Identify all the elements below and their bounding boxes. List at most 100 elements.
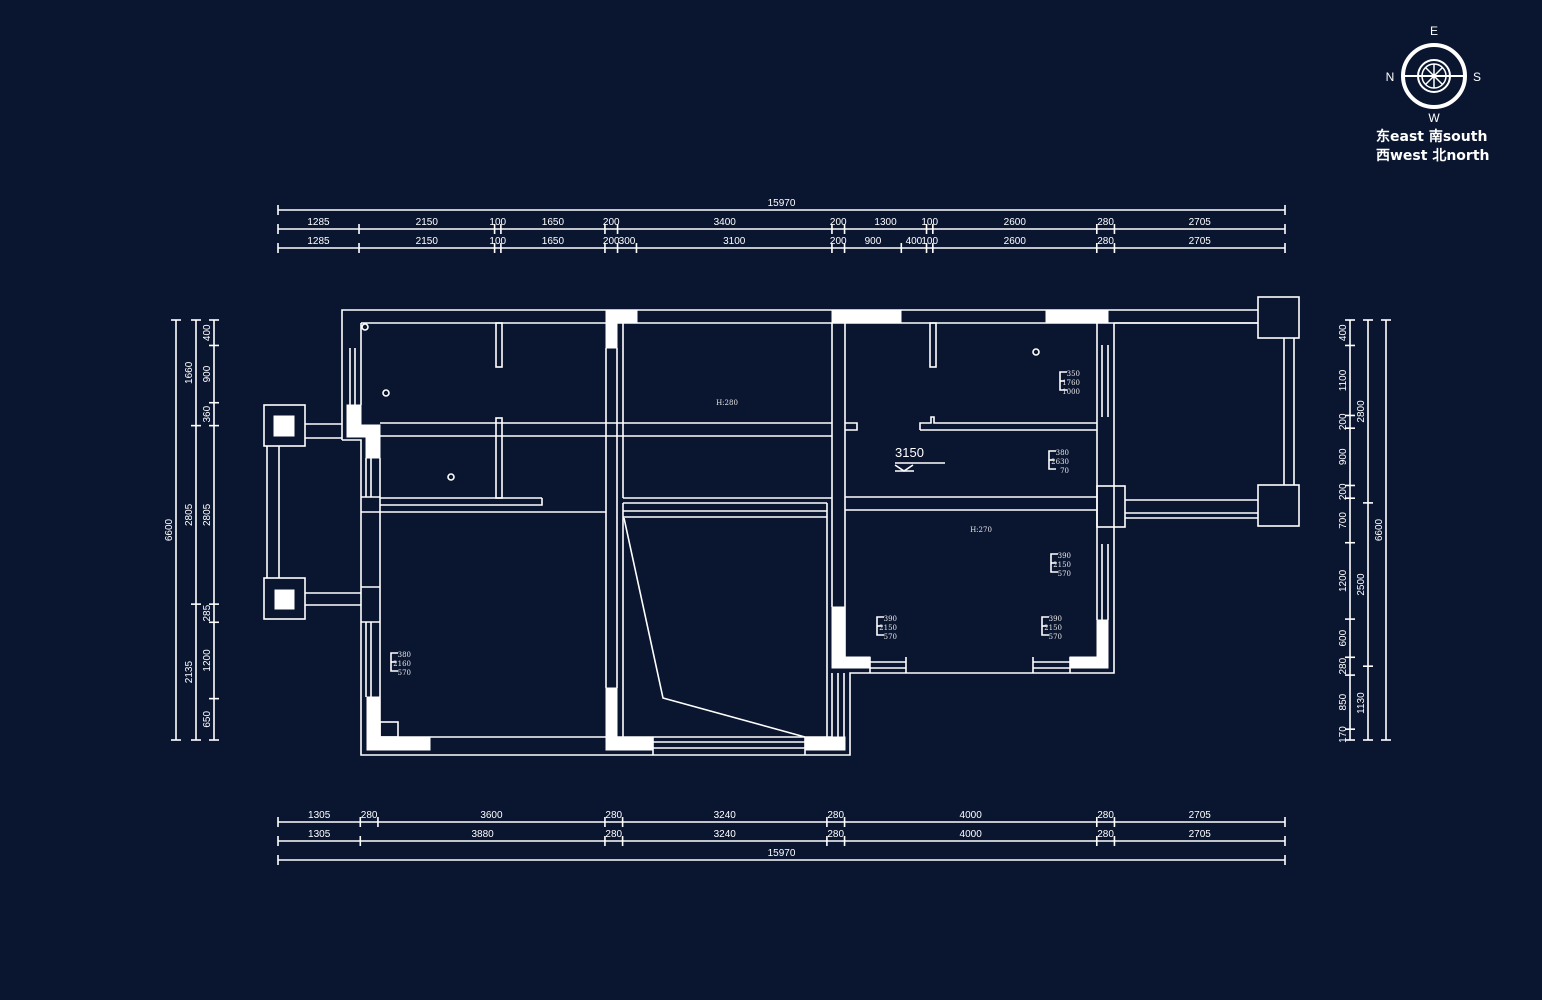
dimension-label: 3100 bbox=[723, 236, 746, 247]
dimension-label: 2600 bbox=[1004, 236, 1027, 247]
dimension-label: 2805 bbox=[202, 503, 213, 526]
dimension-label: 2805 bbox=[184, 503, 195, 526]
outlet-value: 570 bbox=[884, 633, 897, 641]
outlet-value: 2630 bbox=[1051, 458, 1069, 466]
dimension-label: 100 bbox=[921, 236, 938, 247]
dimension-label: 1100 bbox=[1338, 369, 1349, 391]
dimension-label: 6600 bbox=[164, 518, 175, 541]
ceiling-height-label: H:280 bbox=[716, 399, 738, 407]
ceiling-height-label: H:270 bbox=[970, 526, 992, 534]
dimension-label: 280 bbox=[605, 810, 622, 821]
outlet-value: 390 bbox=[1058, 552, 1071, 560]
dimension-label: 280 bbox=[1097, 236, 1114, 247]
dimension-label: 2705 bbox=[1189, 236, 1212, 247]
outlet-value: 570 bbox=[1049, 633, 1062, 641]
dimension-label: 1200 bbox=[202, 649, 213, 672]
dimension-label: 15970 bbox=[768, 198, 796, 209]
dimension-label: 900 bbox=[202, 365, 213, 382]
compass-rose-icon bbox=[1401, 43, 1467, 109]
dimension-label: 3400 bbox=[714, 217, 737, 228]
outlet-value: 390 bbox=[1049, 615, 1062, 623]
dimension-label: 1650 bbox=[542, 236, 565, 247]
dimension-label: 2705 bbox=[1189, 217, 1212, 228]
dimension-label: 2150 bbox=[416, 217, 439, 228]
dimension-label: 1305 bbox=[308, 810, 331, 821]
outlet-value: 390 bbox=[884, 615, 897, 623]
outlet-value: 570 bbox=[1058, 570, 1071, 578]
dimension-label: 280 bbox=[1338, 657, 1349, 674]
dimension-label: 280 bbox=[827, 829, 844, 840]
dimension-label: 1285 bbox=[307, 236, 330, 247]
dimension-label: 3880 bbox=[471, 829, 494, 840]
dimension-label: 280 bbox=[1097, 217, 1114, 228]
ceiling-light-icons bbox=[361, 323, 1040, 481]
dimension-label: 3240 bbox=[714, 810, 737, 821]
dimension-label: 280 bbox=[361, 810, 378, 821]
outlet-markers: 3501760100038026307039021505703902150570… bbox=[390, 370, 1080, 677]
compass-legend: 东east 南south 西west 北north bbox=[1376, 128, 1489, 166]
outlet-value: 1000 bbox=[1062, 388, 1080, 396]
dimension-label: 1300 bbox=[874, 217, 897, 228]
dimension-label: 100 bbox=[921, 217, 938, 228]
dimension-label: 280 bbox=[1097, 810, 1114, 821]
dimension-label: 100 bbox=[489, 217, 506, 228]
dimension-label: 360 bbox=[202, 405, 213, 422]
outlet-value: 380 bbox=[398, 651, 411, 659]
dimension-label: 3240 bbox=[714, 829, 737, 840]
dimension-label: 600 bbox=[1338, 629, 1349, 646]
dimension-label: 170 bbox=[1338, 726, 1349, 743]
dimension-label: 400 bbox=[1338, 324, 1349, 341]
dimension-label: 200 bbox=[830, 236, 847, 247]
dimension-label: 200 bbox=[830, 217, 847, 228]
dimension-label: 400 bbox=[202, 324, 213, 341]
walls bbox=[263, 296, 1300, 756]
dimension-label: 1650 bbox=[542, 217, 565, 228]
dimension-label: 2600 bbox=[1004, 217, 1027, 228]
dimension-label: 2500 bbox=[1356, 573, 1367, 596]
outlet-value: 2150 bbox=[879, 624, 897, 632]
dimension-label: 2135 bbox=[184, 661, 195, 684]
dimension-label: 200 bbox=[1338, 413, 1349, 430]
columns bbox=[273, 310, 1109, 751]
outlet-value: 350 bbox=[1067, 370, 1080, 378]
dimension-label: 1305 bbox=[308, 829, 331, 840]
dimension-label: 4000 bbox=[960, 810, 983, 821]
outlet-value: 70 bbox=[1060, 467, 1069, 475]
outlet-value: 570 bbox=[398, 669, 411, 677]
dimension-chains: 15970 1285 2150 100 1650 200 3400 200 1300 100 260… bbox=[164, 198, 1391, 865]
dimension-label: 850 bbox=[1338, 693, 1349, 710]
dimension-label: 280 bbox=[827, 810, 844, 821]
legend-line-1: 东east 南south bbox=[1376, 129, 1488, 145]
dimension-label: 200 bbox=[1338, 483, 1349, 500]
compass-n-label: N bbox=[1386, 70, 1395, 84]
dimension-label: 285 bbox=[202, 604, 213, 621]
dimension-label: 900 bbox=[865, 236, 882, 247]
dimension-label: 2150 bbox=[416, 236, 439, 247]
outlet-value: 380 bbox=[1056, 449, 1069, 457]
level-mark-label: 3150 bbox=[895, 445, 924, 460]
dimension-label: 2705 bbox=[1189, 810, 1212, 821]
dimension-label: 6600 bbox=[1374, 518, 1385, 541]
dimension-label: 280 bbox=[605, 829, 622, 840]
dimension-label: 200 bbox=[603, 217, 620, 228]
dimension-label: 650 bbox=[202, 711, 213, 728]
dimension-label: 1285 bbox=[307, 217, 330, 228]
dimension-label: 400 bbox=[906, 236, 923, 247]
legend-line-2: 西west 北north bbox=[1376, 148, 1490, 164]
compass-s-label: S bbox=[1473, 70, 1481, 84]
dimension-label: 15970 bbox=[768, 848, 796, 859]
level-mark-icon bbox=[894, 462, 945, 472]
dimension-label: 1660 bbox=[184, 361, 195, 384]
dimension-label: 2705 bbox=[1189, 829, 1212, 840]
dimension-label: 300 bbox=[619, 236, 636, 247]
dimension-label: 1200 bbox=[1338, 569, 1349, 592]
dimension-label: 900 bbox=[1338, 448, 1349, 465]
outlet-value: 2150 bbox=[1044, 624, 1062, 632]
dimension-label: 700 bbox=[1338, 512, 1349, 529]
dimension-label: 200 bbox=[603, 236, 620, 247]
outlet-value: 2150 bbox=[1053, 561, 1071, 569]
dimension-label: 100 bbox=[489, 236, 506, 247]
dimension-label: 1130 bbox=[1356, 692, 1367, 714]
